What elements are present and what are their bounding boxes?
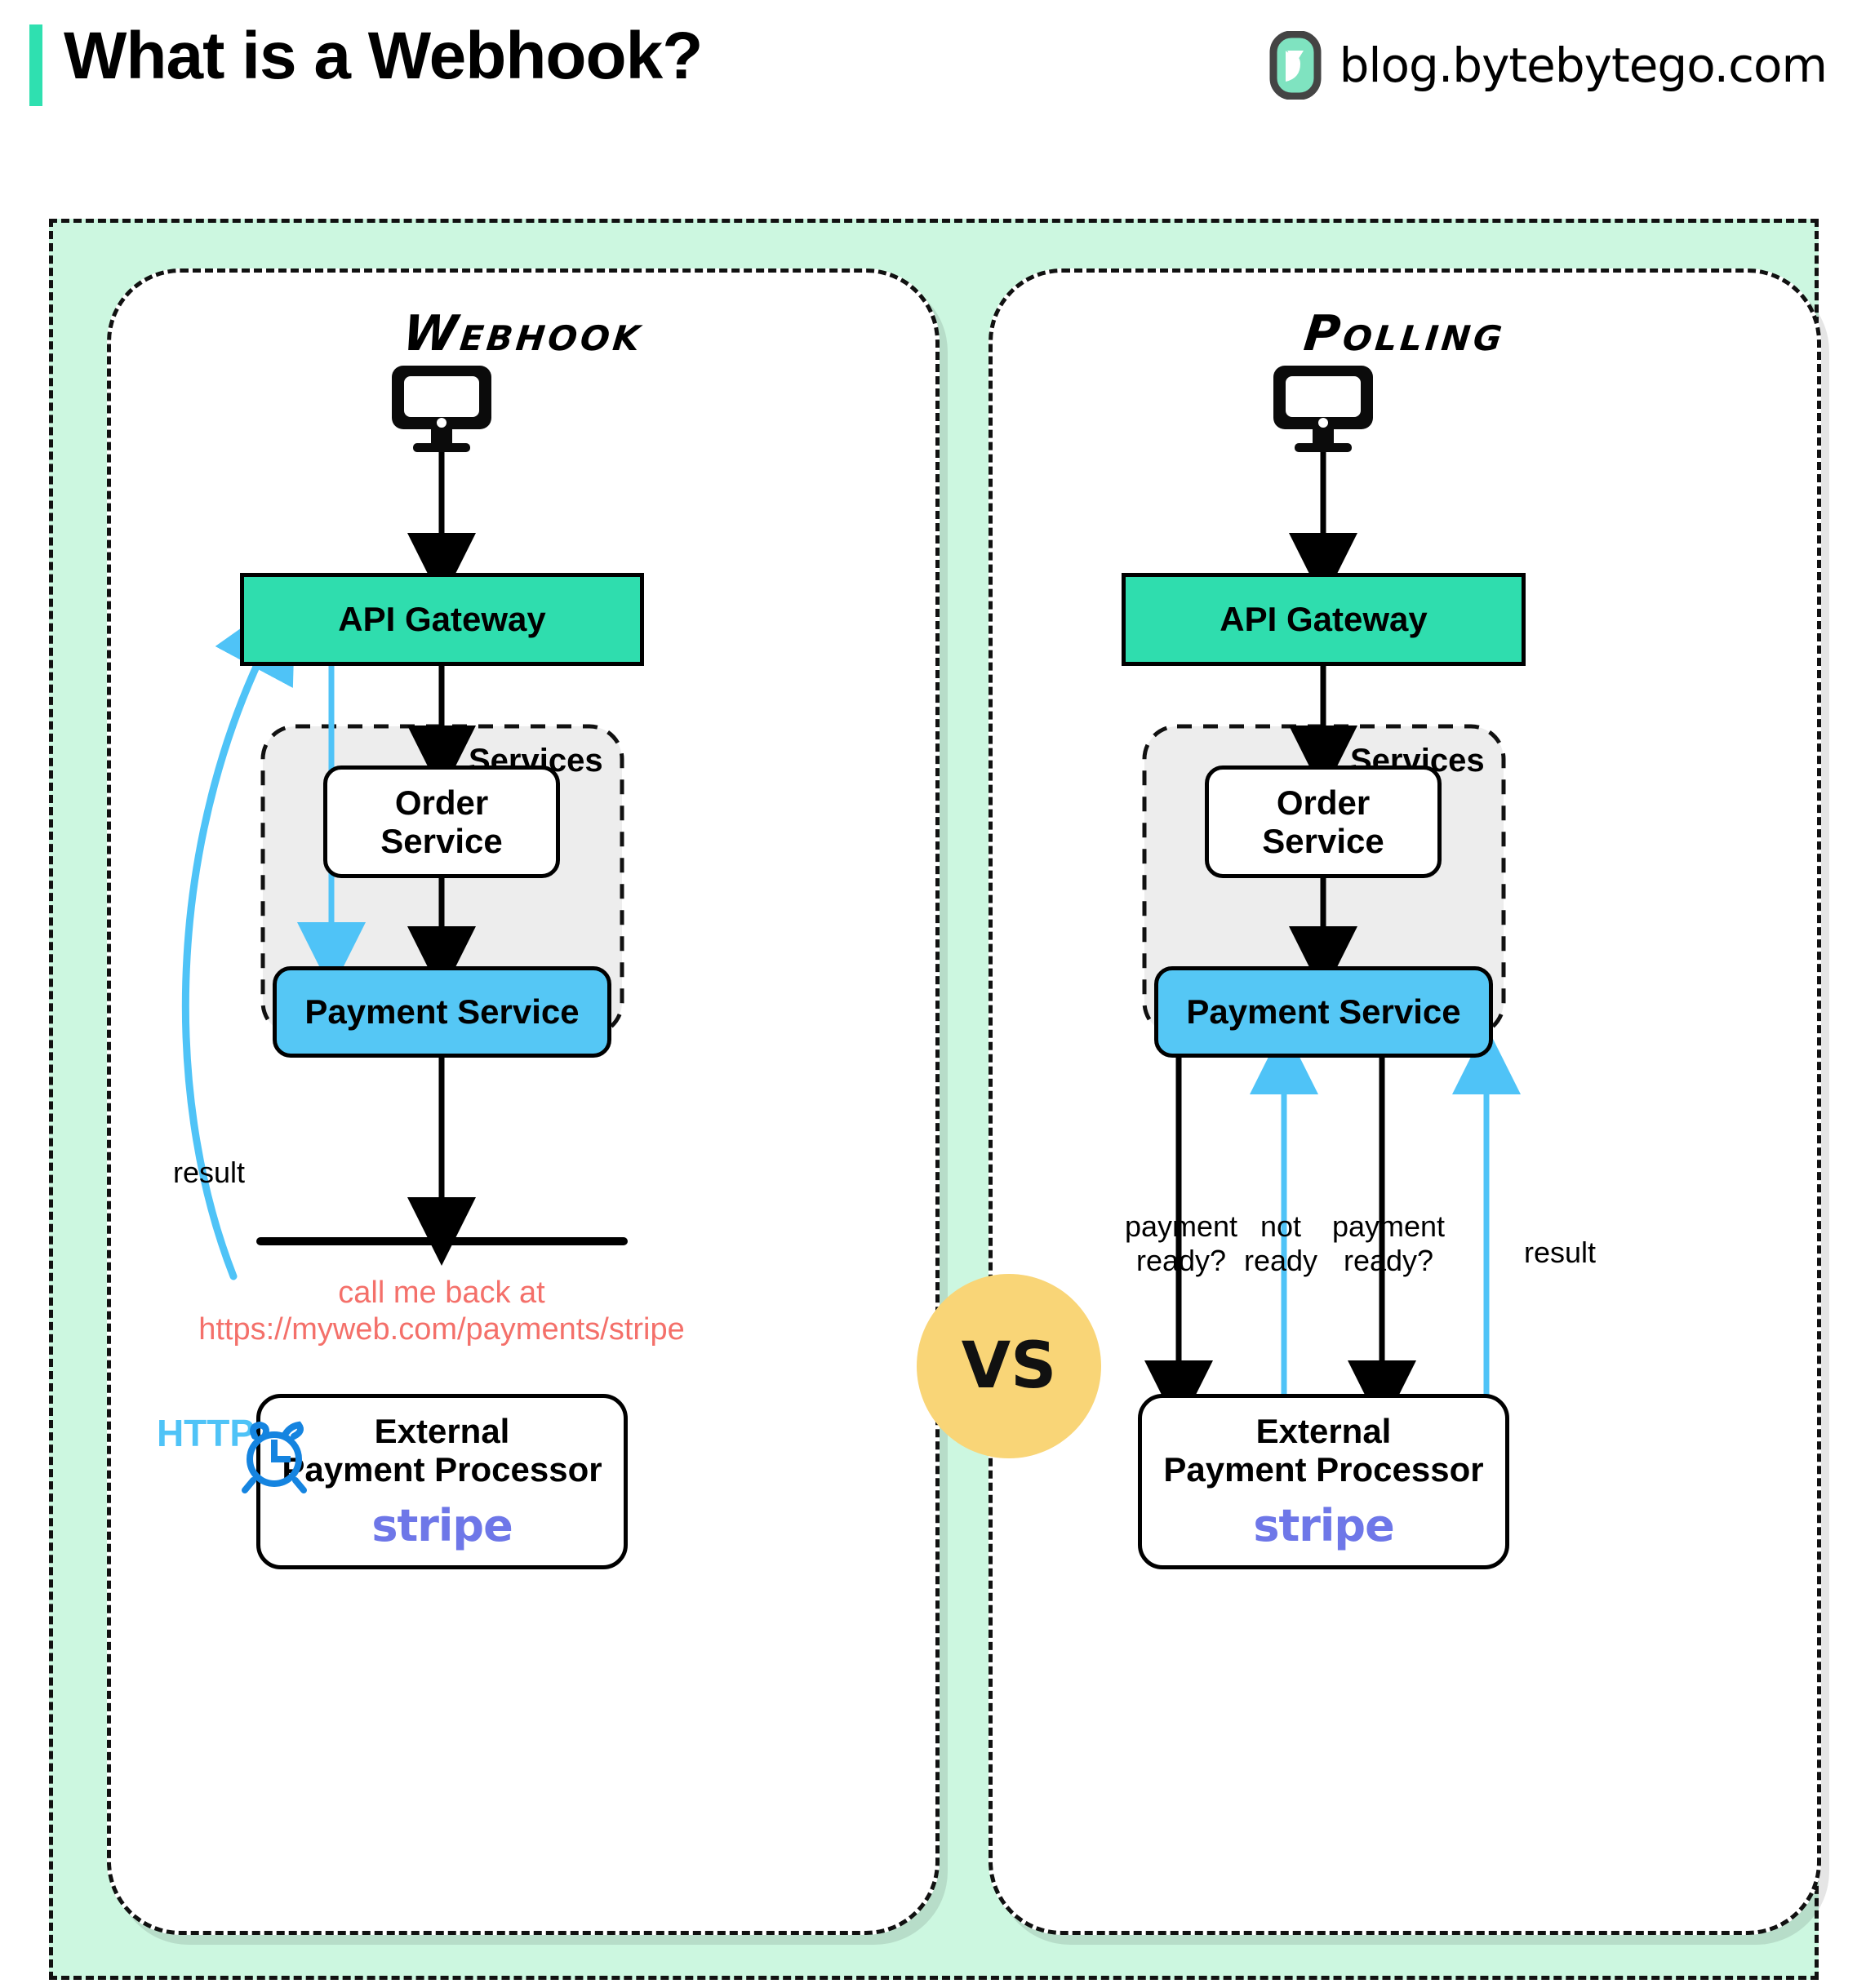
bytebytego-logo-icon [1269,30,1322,100]
result-label-webhook: result [172,1156,246,1189]
panel-webhook: Webhook [107,268,940,1935]
poll-label-not-ready: not ready [1243,1209,1318,1278]
external-processor-label: External Payment Processor [1163,1412,1484,1489]
node-external-payment-processor[interactable]: External Payment Processor stripe [256,1394,628,1569]
callback-line-1: call me back at [338,1276,545,1310]
node-order-service[interactable]: Order Service [323,765,560,878]
desktop-monitor-icon [1270,362,1376,456]
node-payment-service[interactable]: Payment Service [1154,966,1493,1058]
poll-label-payment-ready-1: payment ready? [1124,1209,1238,1278]
node-payment-service[interactable]: Payment Service [273,966,611,1058]
panel-polling: Polling A [989,268,1821,1935]
page-header: What is a Webhook? blog.bytebytego.com [0,0,1866,220]
alarm-clock-icon [235,1415,313,1498]
brand-block: blog.bytebytego.com [1269,30,1828,100]
callback-line-2: https://myweb.com/payments/stripe [198,1311,685,1347]
page-title: What is a Webhook? [64,19,703,93]
node-api-gateway[interactable]: API Gateway [240,573,644,666]
poll-label-result: result [1523,1236,1597,1269]
title-accent-bar [29,24,42,106]
external-processor-label: External Payment Processor [282,1412,602,1489]
node-order-service[interactable]: Order Service [1205,765,1442,878]
webhook-flow-edges [181,446,624,1280]
desktop-monitor-icon [389,362,495,456]
stripe-wordmark: stripe [371,1500,513,1552]
http-label: HTTP [156,1412,255,1454]
comparison-container: Webhook [49,219,1821,1980]
node-external-payment-processor[interactable]: External Payment Processor stripe [1138,1394,1509,1569]
polling-flow-edges [1142,446,1521,1429]
node-api-gateway[interactable]: API Gateway [1122,573,1526,666]
brand-url-text: blog.bytebytego.com [1339,38,1828,93]
stripe-wordmark: stripe [1253,1500,1394,1552]
poll-label-payment-ready-2: payment ready? [1331,1209,1446,1278]
vs-badge: VS [917,1274,1101,1458]
